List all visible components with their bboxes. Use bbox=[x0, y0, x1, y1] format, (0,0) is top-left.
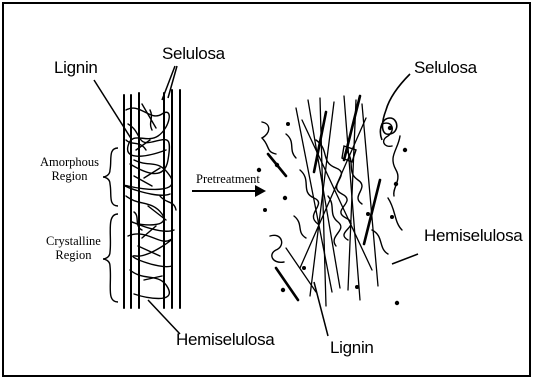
lignin-hemicellulose-network bbox=[125, 104, 176, 299]
lignin-label-bottom: Lignin bbox=[330, 338, 374, 358]
pretreated-fiber-mass bbox=[257, 96, 407, 306]
amorphous-label-line2: Region bbox=[40, 169, 99, 183]
cellulose-fibers bbox=[124, 90, 180, 308]
leader-lines-left bbox=[94, 66, 180, 334]
untreated-fiber-bundle bbox=[124, 90, 180, 308]
selulosa-loop bbox=[380, 74, 410, 140]
selulosa-label-right: Selulosa bbox=[414, 58, 477, 78]
hemiselulosa-label-bottom: Hemiselulosa bbox=[176, 330, 274, 350]
region-braces bbox=[103, 148, 118, 302]
crystalline-label-line2: Region bbox=[46, 248, 101, 262]
pretreatment-arrow bbox=[192, 185, 266, 197]
leader-lines-right bbox=[314, 254, 418, 336]
pretreatment-label: Pretreatment bbox=[196, 172, 260, 186]
crystalline-brace bbox=[103, 214, 118, 302]
amorphous-brace bbox=[103, 148, 118, 206]
crystalline-region-label: Crystalline Region bbox=[46, 234, 101, 262]
amorphous-region-label: Amorphous Region bbox=[40, 155, 99, 183]
lignin-label-top: Lignin bbox=[54, 58, 98, 78]
hemiselulosa-label-right: Hemiselulosa bbox=[424, 226, 522, 246]
selulosa-label-top: Selulosa bbox=[162, 44, 225, 64]
crystalline-label-line1: Crystalline bbox=[46, 234, 101, 248]
amorphous-label-line1: Amorphous bbox=[40, 155, 99, 169]
loose-cellulose-strands bbox=[286, 96, 378, 306]
